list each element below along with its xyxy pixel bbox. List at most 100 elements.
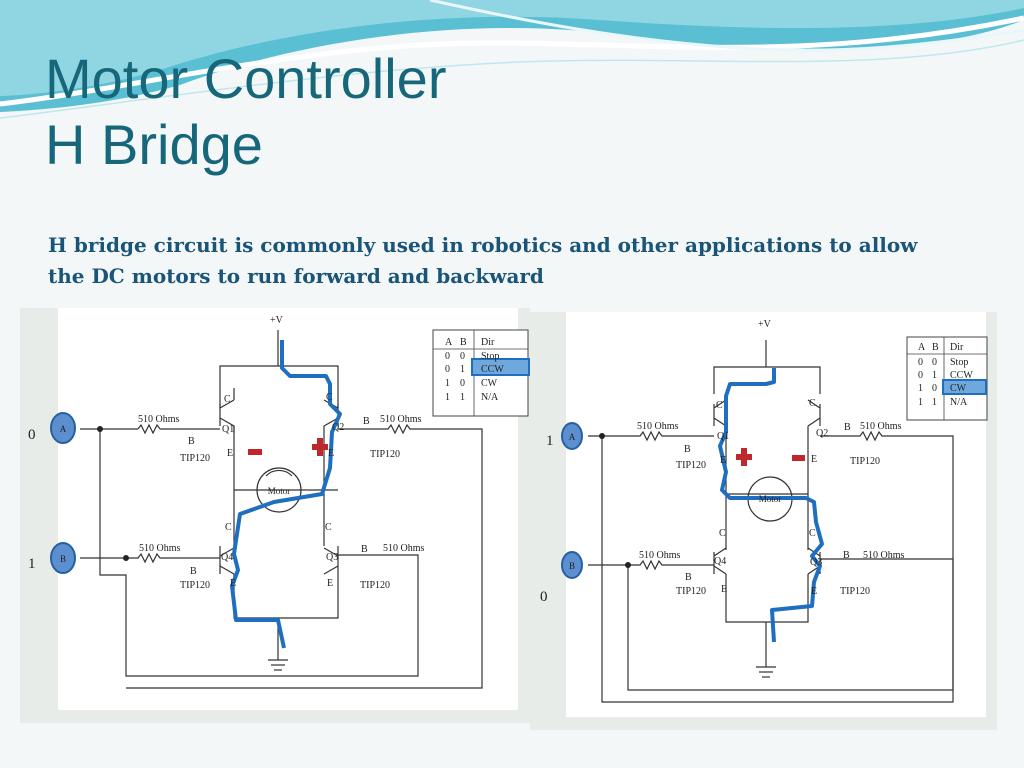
input-node-b — [561, 551, 583, 579]
svg-text:0: 0 — [460, 351, 465, 362]
input-a-value: 0 — [28, 427, 36, 443]
resistor-label-q3: 510 Ohms — [383, 543, 425, 554]
resistor-label-q3: 510 Ohms — [863, 550, 905, 561]
svg-text:N/A: N/A — [481, 392, 499, 403]
svg-text:Dir: Dir — [950, 342, 964, 353]
q2-collector: C — [809, 398, 816, 409]
q1-label: Q1 — [717, 431, 729, 442]
q3-base: B — [361, 544, 368, 555]
diagram-panel-cw: A B 1 0 +V 510 Ohms 510 Ohms 510 Ohms 51… — [530, 312, 997, 730]
part-q4: TIP120 — [676, 586, 706, 597]
resistor-label-q1: 510 Ohms — [138, 414, 180, 425]
q2-emitter: E — [811, 454, 817, 465]
q3-emitter: E — [811, 586, 817, 597]
input-a-label: A — [569, 432, 576, 442]
resistor-label-q4: 510 Ohms — [139, 543, 181, 554]
diagram-panel-ccw: A B 0 1 +V 510 Ohms 510 Ohms 510 Ohms 51… — [20, 308, 530, 723]
input-node-b — [50, 542, 76, 574]
q1-label: Q1 — [222, 424, 234, 435]
svg-text:CW: CW — [481, 378, 498, 389]
slide-title: Motor Controller H Bridge — [45, 46, 446, 178]
q4-base: B — [190, 566, 197, 577]
svg-text:B: B — [932, 342, 939, 353]
svg-text:0: 0 — [932, 383, 937, 394]
truth-table-highlighted-ccw: CCW — [481, 364, 504, 375]
truth-table-highlighted-cw: CW — [950, 383, 967, 394]
q2-label: Q2 — [332, 422, 344, 433]
q4-collector: C — [719, 528, 726, 539]
q1-collector: C — [716, 400, 723, 411]
svg-text:1: 1 — [918, 397, 923, 408]
svg-text:1: 1 — [445, 378, 450, 389]
svg-text:1: 1 — [445, 392, 450, 403]
q4-label: Q4 — [221, 552, 233, 563]
motor-label: Motor — [759, 494, 782, 504]
truth-table-cw: A B Dir 0 0 Stop 0 1 CCW 1 0 CW 1 1 N/A — [906, 336, 988, 421]
resistor-label-q1: 510 Ohms — [637, 421, 679, 432]
svg-text:1: 1 — [918, 383, 923, 394]
input-node-a — [561, 422, 583, 450]
q3-label: Q3 — [810, 557, 822, 568]
q1-emitter: E — [720, 455, 726, 466]
q2-label: Q2 — [816, 428, 828, 439]
header-wave-decoration — [0, 0, 1024, 119]
q1-emitter: E — [227, 448, 233, 459]
svg-text:0: 0 — [918, 357, 923, 368]
h-bridge-schematic-ccw: A B 0 1 +V 510 Ohms 510 Ohms 510 Ohms 51… — [28, 308, 530, 710]
motor-label: Motor — [268, 486, 291, 496]
slide-subtitle: H bridge circuit is commonly used in rob… — [48, 233, 918, 288]
q3-emitter: E — [327, 578, 333, 589]
q2-base: B — [363, 416, 370, 427]
resistor-label-q2: 510 Ohms — [380, 414, 422, 425]
q2-emitter: E — [328, 448, 334, 459]
q3-collector: C — [809, 528, 816, 539]
q1-base: B — [188, 436, 195, 447]
current-path-highlight — [718, 368, 824, 643]
svg-text:0: 0 — [445, 351, 450, 362]
title-line-1: Motor Controller — [45, 47, 447, 110]
q3-base: B — [843, 550, 850, 561]
resistor-label-q2: 510 Ohms — [860, 421, 902, 432]
q2-collector: C — [326, 392, 333, 403]
part-q2: TIP120 — [850, 456, 880, 467]
svg-text:A: A — [918, 342, 926, 353]
part-q4: TIP120 — [180, 580, 210, 591]
h-bridge-schematic-cw: A B 1 0 +V 510 Ohms 510 Ohms 510 Ohms 51… — [540, 312, 988, 717]
svg-text:1: 1 — [460, 392, 465, 403]
svg-text:Stop: Stop — [481, 351, 499, 362]
svg-text:0: 0 — [918, 370, 923, 381]
input-a-value: 1 — [546, 433, 554, 449]
svg-text:1: 1 — [932, 370, 937, 381]
q1-base: B — [684, 444, 691, 455]
q4-base: B — [685, 572, 692, 583]
part-q3: TIP120 — [360, 580, 390, 591]
svg-text:0: 0 — [932, 357, 937, 368]
svg-text:0: 0 — [445, 364, 450, 375]
supply-label: +V — [758, 319, 772, 330]
svg-text:A: A — [445, 337, 453, 348]
q3-collector: C — [325, 522, 332, 533]
part-q2: TIP120 — [370, 449, 400, 460]
part-q1: TIP120 — [676, 460, 706, 471]
svg-text:Dir: Dir — [481, 337, 495, 348]
input-b-value: 1 — [28, 556, 36, 572]
q4-label: Q4 — [714, 556, 726, 567]
svg-text:B: B — [460, 337, 467, 348]
input-b-label: B — [60, 554, 66, 564]
q3-label: Q3 — [326, 552, 338, 563]
q4-emitter: E — [721, 584, 727, 595]
truth-table-ccw: A B Dir 0 0 Stop 0 1 CCW 1 0 CW 1 1 N/A — [432, 329, 530, 417]
resistor-label-q4: 510 Ohms — [639, 550, 681, 561]
q4-collector: C — [225, 522, 232, 533]
svg-text:Stop: Stop — [950, 357, 968, 368]
input-a-label: A — [60, 424, 67, 434]
supply-label: +V — [270, 315, 284, 326]
current-path-highlight — [230, 340, 342, 649]
svg-text:CCW: CCW — [950, 370, 973, 381]
input-node-a — [50, 412, 76, 444]
part-q3: TIP120 — [840, 586, 870, 597]
input-b-label: B — [569, 561, 575, 571]
svg-text:1: 1 — [460, 364, 465, 375]
q2-base: B — [844, 422, 851, 433]
part-q1: TIP120 — [180, 453, 210, 464]
